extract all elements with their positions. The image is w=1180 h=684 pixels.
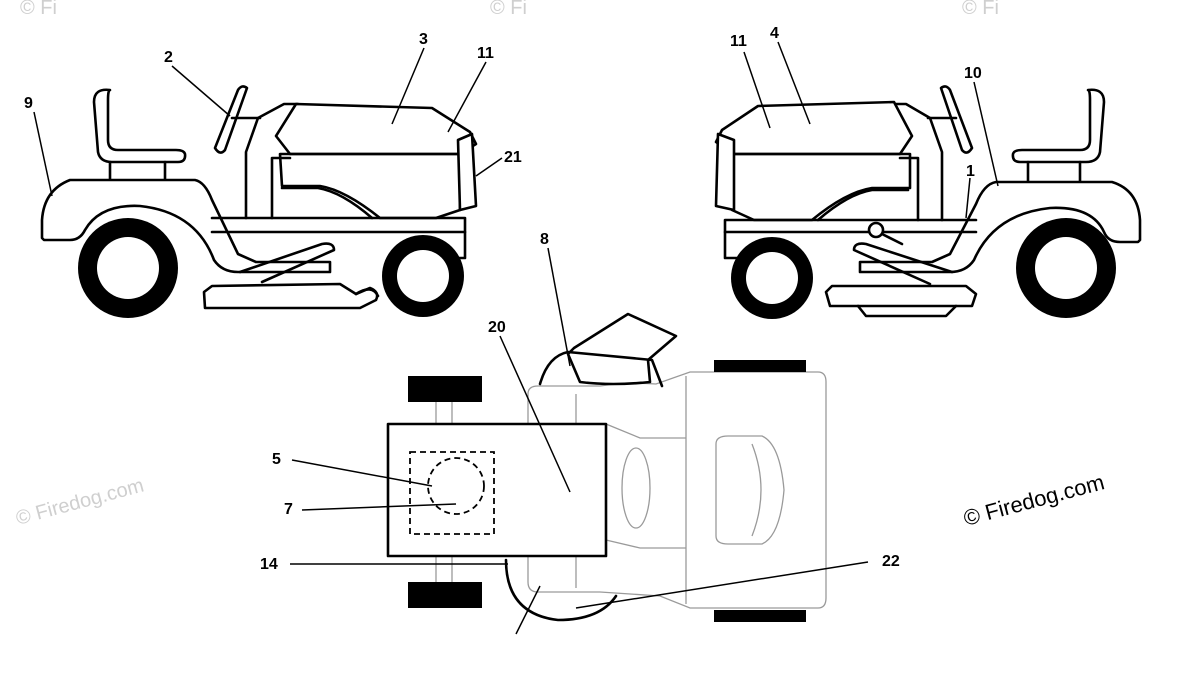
rear-fender	[858, 180, 1142, 274]
steering-wheel	[213, 85, 249, 154]
hood-panel-top	[386, 422, 608, 558]
leader-8	[547, 247, 571, 367]
rear-fender	[40, 178, 332, 274]
leader-10	[973, 81, 999, 187]
watermark-top-right: © Fi	[962, 0, 999, 19]
leader-lower-guard	[515, 585, 541, 635]
front-wheel-rim	[746, 252, 798, 304]
callout-4: 4	[770, 25, 779, 42]
lower-guard	[504, 558, 618, 622]
dashed-square-decal	[409, 451, 495, 535]
tractor-right-side-view	[714, 85, 1142, 319]
leader-11-right	[743, 51, 771, 129]
deck-skirt	[856, 304, 958, 318]
callout-20: 20	[488, 319, 506, 336]
rear-wheel-rim	[1035, 237, 1097, 299]
front-axles	[435, 402, 453, 582]
mower-deck	[824, 284, 978, 308]
tractor-top-view	[386, 312, 827, 622]
leader-1	[965, 177, 971, 219]
fuel-cap-lever	[880, 232, 904, 246]
rear-tire-bottom	[714, 610, 806, 622]
seat-post	[108, 160, 167, 182]
hood-side	[278, 152, 462, 220]
hood-panel	[280, 186, 374, 220]
discharge-chute	[566, 312, 678, 386]
seat-back	[751, 443, 762, 537]
leader-4	[777, 41, 811, 125]
front-wheel-rim	[397, 250, 449, 302]
front-tire-top	[408, 376, 482, 402]
hood-top	[714, 100, 914, 156]
grille	[714, 132, 736, 212]
deck-chute	[354, 288, 380, 298]
front-tire-bottom	[408, 582, 482, 608]
dashed-circle-decal	[427, 457, 485, 515]
leader-21	[475, 157, 503, 177]
watermark-top-center: © Fi	[490, 0, 527, 19]
callout-7: 7	[284, 501, 293, 518]
leader-2	[171, 65, 231, 117]
leader-7	[301, 503, 457, 511]
tractor-left-side-view	[40, 85, 478, 318]
dash-inner	[898, 156, 920, 222]
pedal-arm	[852, 242, 954, 286]
leader-3	[391, 47, 425, 125]
rear-wheel-rim	[97, 237, 159, 299]
steering-top	[621, 447, 651, 529]
callout-2: 2	[164, 49, 173, 66]
callout-21: 21	[504, 149, 522, 166]
frame-lines	[605, 423, 686, 549]
seat	[92, 88, 187, 164]
callout-11-left: 11	[477, 45, 494, 62]
callout-1: 1	[966, 163, 975, 180]
callout-5: 5	[272, 451, 281, 468]
callout-14: 14	[260, 556, 278, 573]
callout-22: 22	[882, 553, 900, 570]
mower-deck	[202, 282, 379, 310]
leader-9	[33, 111, 53, 197]
fuel-cap	[867, 221, 885, 239]
callout-8: 8	[540, 231, 549, 248]
leader-20	[499, 335, 571, 493]
hood-panel	[816, 188, 910, 222]
seat-post	[1026, 160, 1082, 184]
grille	[456, 132, 478, 212]
leader-lines	[33, 41, 999, 635]
callout-3: 3	[419, 31, 428, 48]
watermark-top-left: © Fi	[20, 0, 57, 19]
watermark-firedog: © Firedog.com	[961, 469, 1107, 531]
steering-wheel	[939, 85, 974, 154]
leader-11-left	[447, 61, 487, 133]
pedal-arm	[238, 242, 336, 284]
watermark-left: © Firedog.com	[14, 475, 147, 530]
hood-side	[730, 152, 912, 222]
hood-top	[274, 102, 478, 156]
callout-labels: 9 2 3 11 21 11 4 10 1 8 20 5 7 14 22	[24, 25, 982, 573]
callout-9: 9	[24, 95, 33, 112]
callout-11-right: 11	[730, 33, 747, 50]
rear-tire-top	[714, 360, 806, 372]
frame	[210, 216, 467, 234]
seat	[1011, 88, 1106, 164]
dash-inner	[270, 156, 292, 220]
leader-5	[291, 459, 433, 487]
frame	[723, 218, 978, 234]
seat-top	[715, 435, 785, 545]
leader-22	[575, 561, 869, 609]
callout-10: 10	[964, 65, 982, 82]
